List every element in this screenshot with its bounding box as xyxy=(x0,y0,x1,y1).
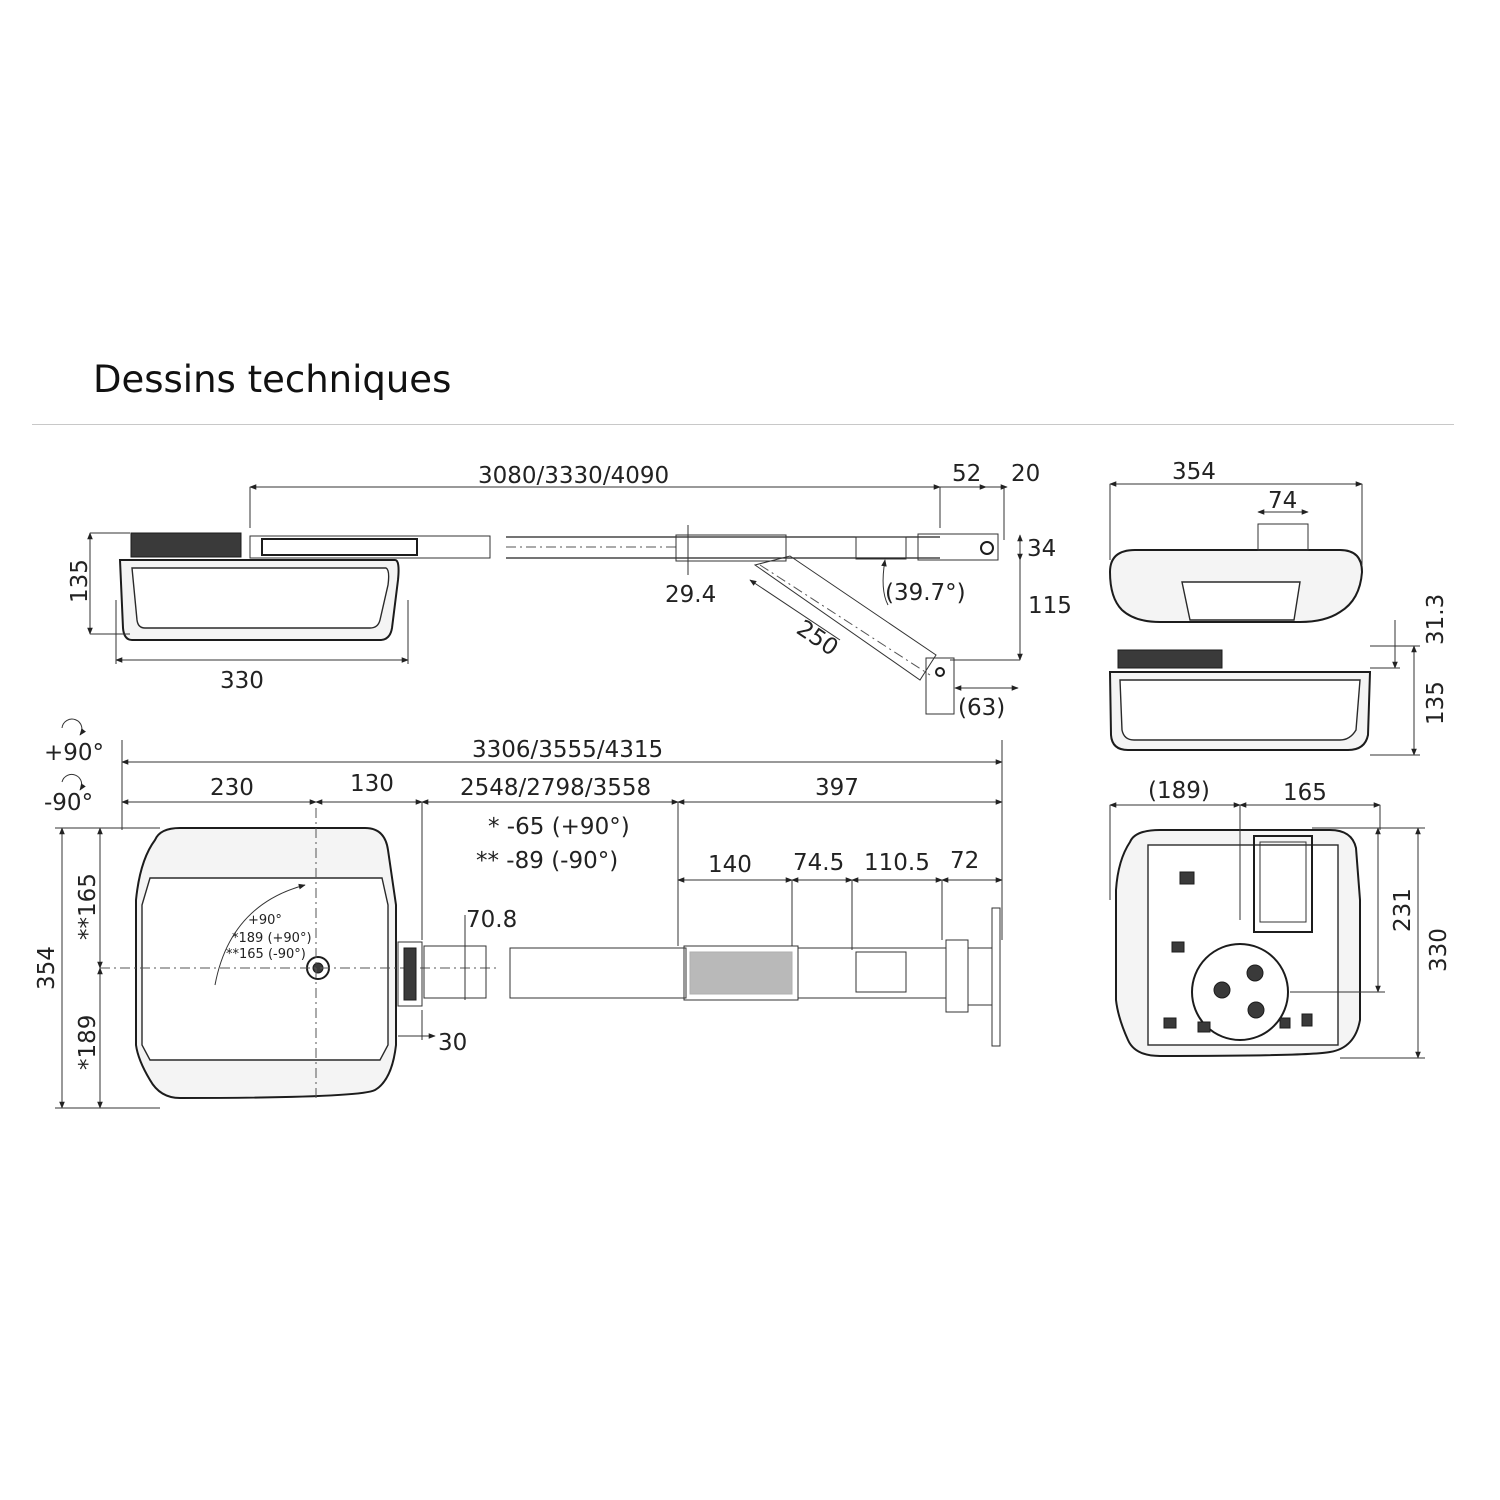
bottom-view-gear xyxy=(1191,943,1289,1041)
dim-230: 230 xyxy=(210,775,254,801)
dim-30: 30 xyxy=(438,1030,467,1056)
dim-angle: (39.7°) xyxy=(885,580,966,606)
page-title: Dessins techniques xyxy=(93,358,452,401)
dim-165: **165 xyxy=(75,873,101,940)
dim-115: 115 xyxy=(1028,593,1072,619)
right-views: 354 74 31.3 135 xyxy=(1108,459,1452,1059)
rail-end xyxy=(797,947,947,999)
dim-70-8: 70.8 xyxy=(466,907,517,933)
gear-hole xyxy=(1213,981,1231,999)
arm-centerline xyxy=(759,564,931,676)
mount-point xyxy=(1171,941,1185,953)
mount-point xyxy=(1279,1017,1291,1029)
motor-top-cover xyxy=(141,877,389,1061)
dim-189: *189 xyxy=(75,1015,101,1070)
wall-bracket xyxy=(917,533,999,561)
connector-pins xyxy=(403,947,417,1001)
pivot-point xyxy=(980,541,994,555)
title-divider xyxy=(32,424,1454,425)
bottom-view-rail-slot xyxy=(1259,841,1307,923)
front-view-cover xyxy=(1181,581,1301,621)
trolley xyxy=(675,534,787,562)
dim-397: 397 xyxy=(815,775,859,801)
rail-end-block xyxy=(855,536,907,560)
note-minus-90: ** -89 (-90°) xyxy=(476,848,618,874)
arm-pivot xyxy=(935,667,945,677)
rail-carriage xyxy=(261,538,418,556)
dim-140: 140 xyxy=(708,852,752,878)
dim-189-right: (189) xyxy=(1148,778,1210,804)
motor-top-block xyxy=(130,532,242,558)
side-view-motor-top xyxy=(1117,649,1223,669)
gear-hole xyxy=(1247,1001,1265,1019)
dim-110-5: 110.5 xyxy=(864,850,930,876)
dim-31-3: 31.3 xyxy=(1423,594,1449,645)
rotate-ccw-icon xyxy=(61,773,86,791)
note-plus-90: * -65 (+90°) xyxy=(488,814,630,840)
motor-cover xyxy=(131,567,390,629)
dim-total-length: 3306/3555/4315 xyxy=(472,737,663,763)
inset-189: *189 (+90°) xyxy=(232,931,312,946)
side-view-cover xyxy=(1119,679,1361,741)
door-bracket xyxy=(925,657,955,715)
rot-plus-label: +90° xyxy=(44,740,104,766)
dim-arm-250: 250 xyxy=(792,615,843,661)
dim-72: 72 xyxy=(950,848,979,874)
angle-arc xyxy=(881,559,889,606)
dim-130: 130 xyxy=(350,771,394,797)
rail-left xyxy=(249,535,491,559)
mount-point xyxy=(1179,871,1195,885)
dim-165-right: 165 xyxy=(1283,780,1327,806)
rotation-arrow xyxy=(214,883,306,986)
connector-block xyxy=(397,941,423,1007)
dim-354: 354 xyxy=(34,946,60,990)
inset-165: **165 (-90°) xyxy=(226,947,306,962)
gear-hole xyxy=(1246,964,1264,982)
mount-point xyxy=(1301,1013,1313,1027)
dim-52: 52 xyxy=(952,461,981,487)
dim-rail: 2548/2798/3558 xyxy=(460,775,651,801)
dim-354-right: 354 xyxy=(1172,459,1216,485)
rotate-cw-icon xyxy=(61,718,86,736)
inset-rot: +90° xyxy=(248,913,282,928)
end-block xyxy=(855,951,907,993)
top-view: +90° -90° +90° *189 (+90°) **165 (-90°) xyxy=(34,718,1003,1109)
mount-point xyxy=(1197,1021,1211,1033)
rail-mid xyxy=(509,947,687,999)
front-view-rail xyxy=(1257,523,1309,551)
carriage-detail xyxy=(689,951,793,995)
bottom-view-rail-mount xyxy=(1253,835,1313,933)
dim-330: 330 xyxy=(220,668,264,694)
dim-330-right: 330 xyxy=(1426,928,1452,972)
dim-line-250 xyxy=(749,579,841,641)
dim-74-5: 74.5 xyxy=(793,850,844,876)
mount-point xyxy=(1163,1017,1177,1029)
dim-20: 20 xyxy=(1011,461,1040,487)
rail-start xyxy=(423,945,487,999)
dim-74: 74 xyxy=(1268,488,1297,514)
wall-bracket-top xyxy=(945,939,969,1013)
dim-231: 231 xyxy=(1390,888,1416,932)
dim-rail-length: 3080/3330/4090 xyxy=(478,463,669,489)
wall-plate xyxy=(991,907,1001,1047)
side-view: 3080/3330/4090 52 20 34 135 330 29.4 (39… xyxy=(67,461,1072,721)
dim-34: 34 xyxy=(1027,536,1056,562)
dim-29-4: 29.4 xyxy=(665,582,716,608)
door-arm xyxy=(753,555,937,681)
dim-135-right: 135 xyxy=(1423,681,1449,725)
dim-63: (63) xyxy=(958,695,1005,721)
dim-135: 135 xyxy=(67,559,93,603)
rot-minus-label: -90° xyxy=(44,790,93,816)
